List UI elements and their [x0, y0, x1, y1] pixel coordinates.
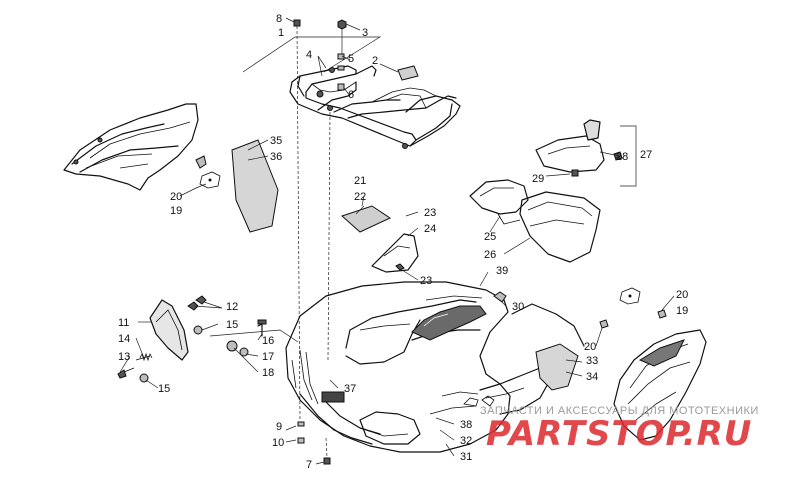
- callout-15-top: 15: [226, 319, 238, 331]
- callout-19-left: 19: [170, 205, 182, 217]
- front-fascia: [285, 281, 551, 453]
- front-rack: [289, 65, 461, 149]
- callout-9: 9: [276, 421, 282, 433]
- decal-35-36: [231, 139, 279, 233]
- callout-33: 33: [586, 355, 598, 367]
- callout-39: 39: [496, 265, 508, 277]
- lens-hardware: [117, 319, 267, 383]
- storage-box: [519, 191, 601, 263]
- watermark-logo: PARTSTOP.RU: [486, 414, 753, 454]
- right-panel-fasteners: [599, 287, 667, 329]
- decal-2: [397, 65, 419, 81]
- callout-23-bottom: 23: [420, 275, 432, 287]
- leader-lines: [119, 17, 675, 465]
- watermark-tagline: ЗАПЧАСТИ И АКСЕССУАРЫ ДЛЯ МОТОТЕХНИКИ: [480, 405, 759, 417]
- lens-leader: [209, 329, 299, 343]
- callout-8: 8: [276, 13, 282, 25]
- callout-25: 25: [484, 231, 496, 243]
- screw-8: [293, 19, 331, 421]
- bracket-24: [371, 233, 419, 273]
- callout-30: 30: [512, 301, 524, 313]
- callout-19-right: 19: [676, 305, 688, 317]
- callout-28: 28: [616, 151, 628, 163]
- bracket-1: [242, 36, 382, 73]
- callout-1: 1: [278, 27, 284, 39]
- callout-2: 2: [372, 55, 378, 67]
- callout-29: 29: [532, 173, 544, 185]
- callout-36: 36: [270, 151, 282, 163]
- callout-20-right: 20: [676, 289, 688, 301]
- storage-tray-25: [469, 179, 529, 225]
- right-side-panel: [613, 329, 707, 441]
- panel-fastener-left: [195, 155, 221, 189]
- callout-34: 34: [586, 371, 598, 383]
- callout-7: 7: [306, 459, 312, 471]
- callout-14: 14: [118, 333, 130, 345]
- callout-16: 16: [262, 335, 274, 347]
- callout-20-mid: 20: [584, 341, 596, 353]
- rack-fasteners: [337, 19, 347, 91]
- callout-22: 22: [354, 191, 366, 203]
- clip-30: [493, 291, 507, 303]
- callout-4: 4: [306, 49, 312, 61]
- callout-37: 37: [344, 383, 356, 395]
- callout-31: 31: [460, 451, 472, 463]
- callout-18: 18: [262, 367, 274, 379]
- headlight-lens-left: [149, 295, 207, 361]
- callout-24: 24: [424, 223, 436, 235]
- decal-21-22: [341, 205, 392, 233]
- fascia-fasteners: [297, 421, 331, 465]
- callout-27: 27: [640, 149, 652, 161]
- callout-10: 10: [272, 437, 284, 449]
- callout-21: 21: [354, 175, 366, 187]
- callout-6: 6: [348, 89, 354, 101]
- callout-35: 35: [270, 135, 282, 147]
- callout-3: 3: [362, 27, 368, 39]
- callout-15-bottom: 15: [158, 383, 170, 395]
- callout-20-left: 20: [170, 191, 182, 203]
- left-side-panel: [63, 103, 199, 191]
- callout-12: 12: [226, 301, 238, 313]
- right-panel-bracket: [511, 303, 585, 347]
- callout-13: 13: [118, 351, 130, 363]
- storage-lid: [535, 119, 623, 177]
- callout-5: 5: [348, 53, 354, 65]
- callout-26: 26: [484, 249, 496, 261]
- callout-23-top: 23: [424, 207, 436, 219]
- callout-32: 32: [460, 435, 472, 447]
- decal-33-34: [535, 343, 579, 391]
- callout-17: 17: [262, 351, 274, 363]
- callout-38: 38: [460, 419, 472, 431]
- callout-11: 11: [118, 317, 129, 329]
- callout-labels: 8 1 3 4 5 2 6 35 36 27 28 29 20 19 21 22…: [118, 13, 688, 471]
